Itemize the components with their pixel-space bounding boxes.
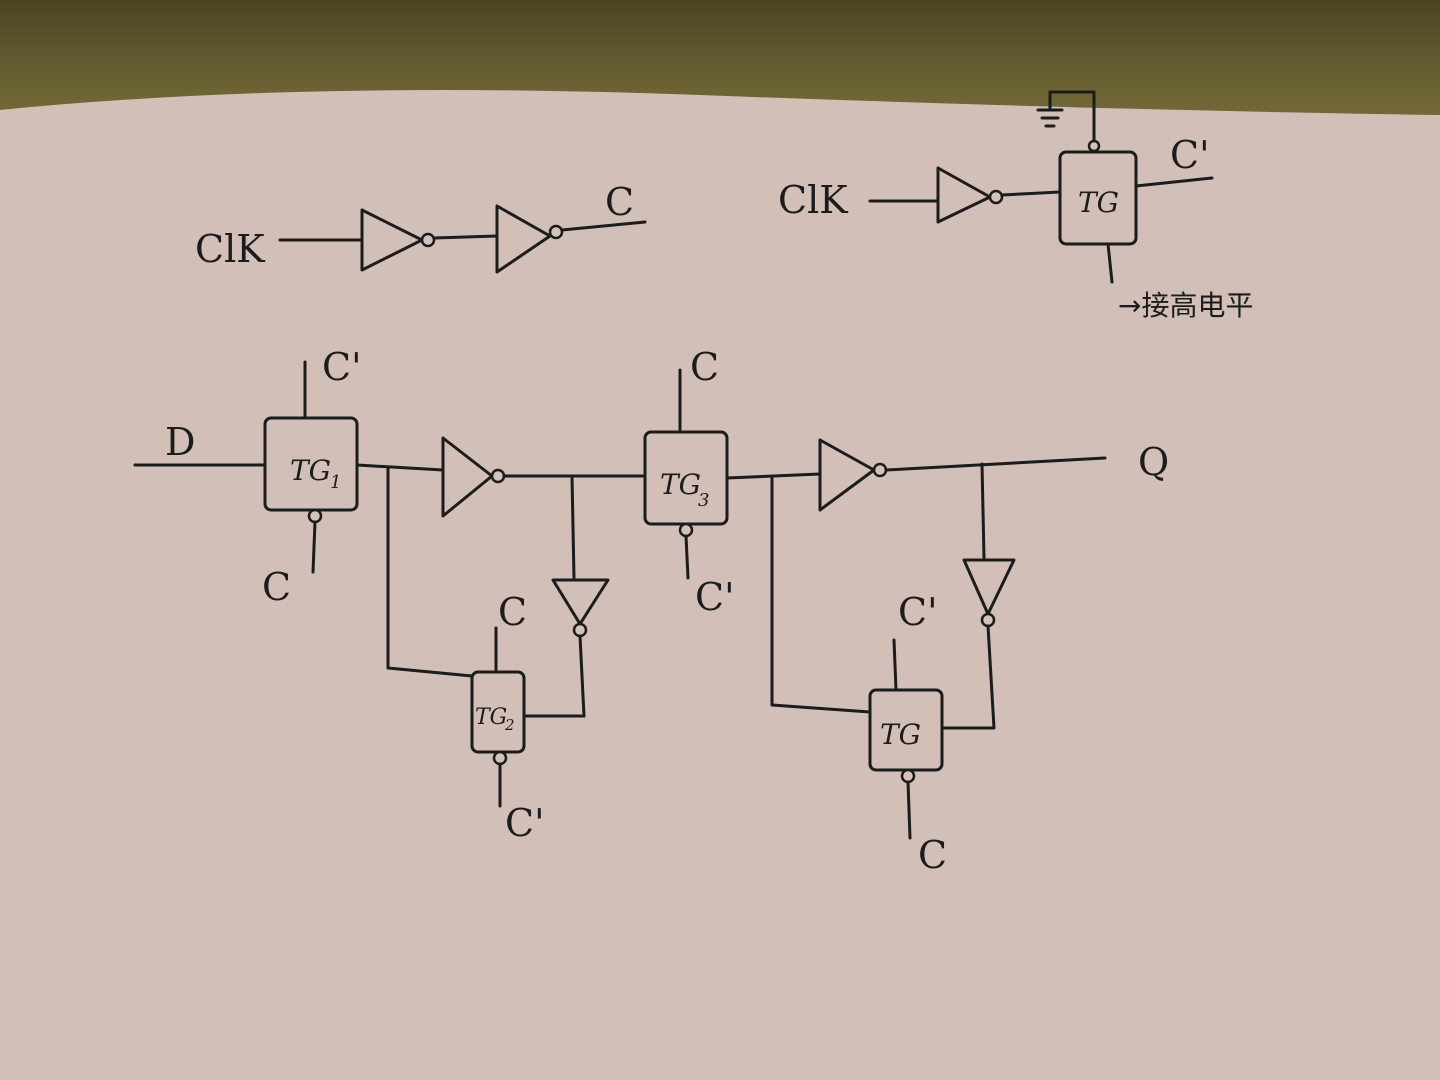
tg3-subscript: 3	[698, 490, 709, 511]
d-label: D	[165, 420, 195, 464]
feedback-wire	[522, 634, 586, 718]
wire	[725, 472, 822, 480]
inverter-symbol	[360, 208, 424, 272]
paper-sheet	[0, 90, 1440, 1080]
tg4-bottom-label: C	[918, 833, 947, 877]
clock-buffer-circuit: ClK C	[195, 180, 647, 274]
c-prime-wire	[1134, 176, 1214, 188]
clk-label: ClK	[778, 178, 848, 222]
tg4-label: TG	[880, 718, 921, 751]
inverter-symbol	[551, 578, 610, 626]
inverter-symbol	[441, 436, 494, 518]
clock-prime-circuit: ClK TG →接高电平 C'	[778, 90, 1253, 322]
flip-flop-circuit: D TG 1 C' C TG 2 C C' TG 3	[133, 345, 1169, 877]
tg1-bubble	[307, 508, 323, 524]
tg4-top-wire	[892, 638, 898, 692]
inverter-symbol	[818, 438, 876, 512]
tg3-bottom-label: C'	[695, 575, 735, 619]
tg3-bubble	[678, 522, 694, 538]
inverter-bubble	[490, 468, 506, 484]
feedback-wire	[570, 474, 576, 580]
c-wire	[560, 220, 647, 232]
tg3-top-label: C	[690, 345, 719, 389]
inverter-symbol	[495, 204, 552, 274]
tg4-bubble	[900, 768, 916, 784]
tg1-label: TG	[290, 454, 331, 487]
feedback-wire	[770, 476, 872, 714]
tg1-top-label: C'	[322, 345, 362, 389]
inverter-bubble	[548, 224, 564, 240]
control-wire	[1048, 90, 1096, 143]
feedback-wire	[940, 624, 996, 730]
tg1-bottom-label: C	[262, 565, 291, 609]
c-prime-label: C'	[1170, 133, 1210, 177]
tg2-label: TG	[475, 705, 507, 730]
inverter-bubble	[420, 232, 436, 248]
q-wire	[884, 456, 1107, 472]
high-level-note: →接高电平	[1118, 289, 1253, 322]
wire	[432, 234, 499, 240]
tg4-bottom-wire	[906, 780, 912, 840]
wire	[1000, 190, 1062, 197]
tg3-label: TG	[660, 468, 701, 501]
inverter-symbol	[962, 558, 1016, 616]
transmission-gate	[1058, 150, 1138, 246]
q-label: Q	[1138, 440, 1169, 484]
inverter-bubble	[980, 612, 996, 628]
feedback-wire	[980, 462, 986, 560]
inverter-symbol	[936, 166, 992, 224]
tg4-top-label: C'	[898, 590, 938, 634]
tg3-bottom-wire	[684, 534, 690, 580]
control-wire	[1106, 242, 1114, 284]
ground-icon	[1036, 90, 1064, 128]
feedback-wire	[386, 466, 474, 678]
inverter-bubble	[572, 622, 588, 638]
inverter-bubble	[872, 462, 888, 478]
tg2-top-label: C	[498, 590, 527, 634]
clk-label: ClK	[195, 227, 265, 271]
tg1-subscript: 1	[330, 472, 341, 493]
inverter-bubble	[988, 189, 1004, 205]
tg2-bubble	[492, 750, 508, 766]
tg2-bottom-label: C'	[505, 801, 545, 845]
c-label: C	[605, 180, 634, 224]
tg-label: TG	[1078, 186, 1119, 219]
wire	[355, 463, 445, 472]
tg2-subscript: 2	[504, 716, 515, 734]
tg1-bottom-wire	[311, 520, 317, 574]
